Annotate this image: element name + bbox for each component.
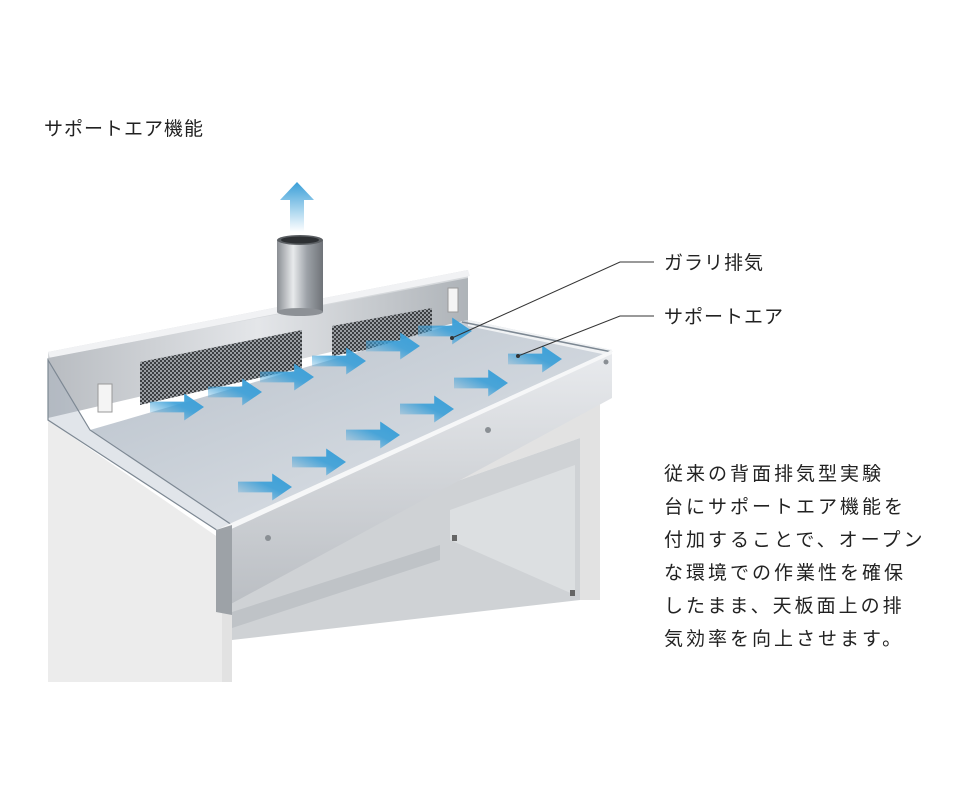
back-panel	[48, 270, 470, 418]
cabinet	[48, 400, 600, 682]
exhaust-duct	[277, 235, 323, 316]
callout-label-support-air: サポートエア	[664, 306, 785, 328]
description-line: 従来の背面排気型実験	[664, 463, 885, 485]
callout-line-support-air	[517, 315, 654, 357]
page-title: サポートエア機能	[44, 118, 205, 140]
worktop	[90, 320, 612, 525]
description-text: 従来の背面排気型実験 台にサポートエア機能を 付加することで、オープン な環境で…	[664, 458, 924, 656]
callout-lines	[451, 261, 654, 357]
description-line: 気効率を向上させます。	[664, 628, 905, 650]
outlet-left	[97, 383, 113, 413]
description-line: 付加することで、オープン	[664, 529, 926, 551]
exhaust-grille-right	[332, 308, 432, 356]
description-line: 台にサポートエア機能を	[664, 496, 907, 518]
outlet-right	[447, 287, 459, 313]
front-apron	[216, 350, 612, 612]
exhaust-grille-left	[140, 330, 302, 405]
callout-line-exhaust	[451, 261, 654, 339]
exhaust-up-arrow	[280, 182, 314, 232]
description-line: したまま、天板面上の排	[664, 595, 905, 617]
description-line: な環境での作業性を確保	[664, 562, 907, 584]
callout-label-exhaust: ガラリ排気	[664, 252, 765, 274]
